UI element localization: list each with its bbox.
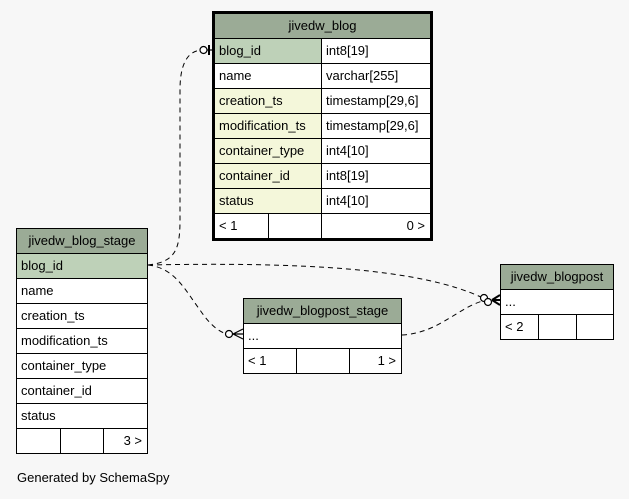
table-jivedw-blogpost[interactable]: jivedw_blogpost ... < 2 <box>500 264 614 340</box>
column-name: container_type <box>215 139 322 163</box>
table-row: creation_ts timestamp[29,6] <box>215 89 430 114</box>
column-name: ... <box>505 294 516 309</box>
children-count[interactable]: 3 > <box>123 433 142 448</box>
column-name: container_id <box>21 383 92 398</box>
table-title: jivedw_blog <box>215 14 430 39</box>
relation-blog-stage-to-blog <box>147 49 204 266</box>
table-row: container_id int8[19] <box>215 164 430 189</box>
table-footer: < 1 1 > <box>244 349 401 373</box>
column-name: creation_ts <box>215 89 322 113</box>
parents-count[interactable]: < 1 <box>215 214 269 238</box>
parents-count[interactable]: < 2 <box>501 315 539 339</box>
table-footer: < 1 0 > <box>215 214 430 238</box>
table-jivedw-blog[interactable]: jivedw_blog blog_id int8[19] name varcha… <box>212 11 433 241</box>
parents-count[interactable]: < 1 <box>244 349 297 373</box>
column-name: name <box>21 283 54 298</box>
column-name: modification_ts <box>21 333 108 348</box>
column-type: int8[19] <box>326 43 369 58</box>
relation-blog-stage-to-blogpost <box>147 263 484 299</box>
table-row: creation_ts <box>17 304 147 329</box>
table-row: blog_id <box>17 254 147 279</box>
generated-by-credit: Generated by SchemaSpy <box>17 470 170 485</box>
column-name: ... <box>248 328 259 343</box>
table-jivedw-blog-stage[interactable]: jivedw_blog_stage blog_id name creation_… <box>16 228 148 454</box>
column-type: int8[19] <box>326 168 369 183</box>
table-row: status int4[10] <box>215 189 430 214</box>
column-name: status <box>215 189 322 213</box>
column-type: int4[10] <box>326 143 369 158</box>
footer-spacer <box>539 315 577 339</box>
table-title: jivedw_blog_stage <box>17 229 147 254</box>
table-row: status <box>17 404 147 429</box>
column-name: container_id <box>215 164 322 188</box>
table-row: container_id <box>17 379 147 404</box>
column-name: container_type <box>21 358 107 373</box>
crowfoot-blog <box>199 45 208 55</box>
table-row: modification_ts timestamp[29,6] <box>215 114 430 139</box>
table-row: ... <box>501 290 613 315</box>
table-row: modification_ts <box>17 329 147 354</box>
table-row: ... <box>244 324 401 349</box>
table-row: name <box>17 279 147 304</box>
table-title: jivedw_blogpost <box>501 265 613 290</box>
column-name: creation_ts <box>21 308 85 323</box>
crowfoot-blogpost-stage <box>224 329 234 339</box>
table-title: jivedw_blogpost_stage <box>244 299 401 324</box>
table-footer: 3 > <box>17 429 147 453</box>
table-row: container_type <box>17 354 147 379</box>
column-name: blog_id <box>215 39 322 63</box>
column-type: timestamp[29,6] <box>326 118 419 133</box>
children-count[interactable]: 1 > <box>377 353 396 368</box>
table-row: name varchar[255] <box>215 64 430 89</box>
column-name: modification_ts <box>215 114 322 138</box>
table-row: blog_id int8[19] <box>215 39 430 64</box>
table-jivedw-blogpost-stage[interactable]: jivedw_blogpost_stage ... < 1 1 > <box>243 298 402 374</box>
column-type: varchar[255] <box>326 68 399 83</box>
column-name: status <box>21 408 56 423</box>
footer-spacer <box>269 214 322 238</box>
column-name: name <box>215 64 322 88</box>
table-footer: < 2 <box>501 315 613 339</box>
column-name: blog_id <box>17 254 147 278</box>
footer-spacer <box>61 429 104 453</box>
column-type: timestamp[29,6] <box>326 93 419 108</box>
footer-spacer <box>297 349 350 373</box>
children-count[interactable]: 0 > <box>406 218 425 233</box>
parents-count[interactable] <box>17 429 61 453</box>
crowfoot-blogpost-b <box>483 297 493 307</box>
relation-blog-stage-to-blogpost-stage <box>147 264 229 335</box>
table-row: container_type int4[10] <box>215 139 430 164</box>
column-type: int4[10] <box>326 193 369 208</box>
children-count[interactable] <box>577 315 613 339</box>
relation-blogpost-stage-to-blogpost <box>401 299 488 336</box>
